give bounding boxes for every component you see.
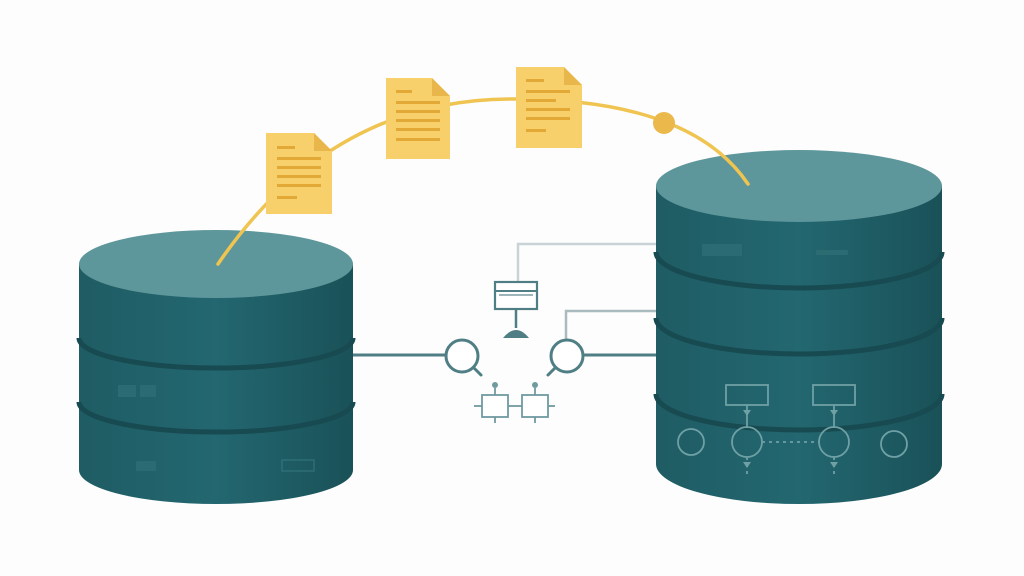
target-database-ring-3	[653, 393, 945, 433]
target-database-ring-1	[653, 251, 945, 291]
schema-node-icon	[474, 382, 555, 423]
target-database-top	[656, 150, 942, 222]
source-database-ring-1	[76, 337, 356, 371]
transfer-document-3	[516, 67, 582, 148]
source-database-badge	[281, 459, 315, 472]
target-database-labels	[702, 244, 848, 256]
source-database-labels	[118, 385, 156, 471]
target-database	[653, 150, 945, 504]
source-database-body	[79, 264, 353, 504]
source-database-top	[79, 230, 353, 298]
connector-ring-icon-left	[444, 338, 483, 377]
transfer-arc-endpoint	[653, 112, 675, 134]
monitor-icon	[493, 280, 539, 338]
transfer-document-2	[386, 78, 450, 159]
source-database	[76, 230, 356, 504]
connector-lines	[350, 242, 662, 357]
schema-node-outer-right	[880, 430, 908, 458]
connector-line-schema-top	[564, 309, 662, 340]
connector-ring-icon-right	[546, 338, 585, 377]
transfer-document-1	[266, 133, 332, 214]
source-database-ring-2	[76, 401, 356, 435]
schema-node-outer-left	[677, 428, 705, 456]
target-schema-diagram	[677, 384, 908, 478]
target-database-ring-2	[653, 317, 945, 357]
connector-line-monitor	[516, 242, 662, 282]
